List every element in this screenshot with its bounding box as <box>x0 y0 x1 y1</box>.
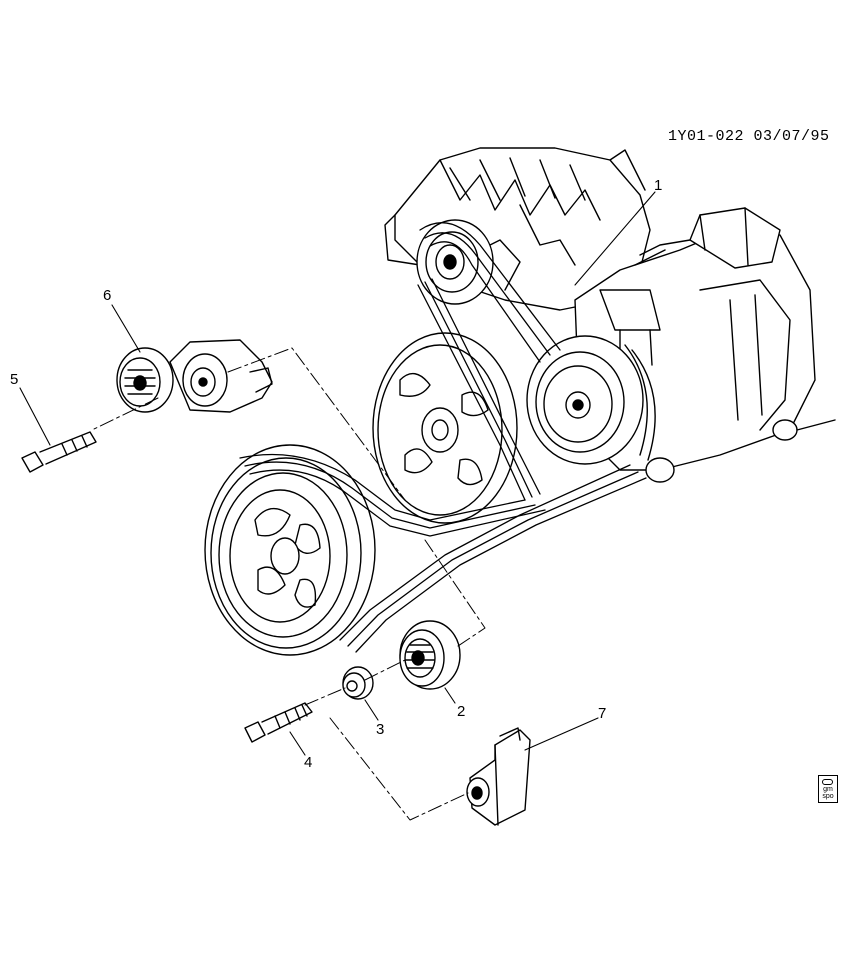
callout-1: 1 <box>654 177 663 194</box>
idler-bracket <box>466 727 531 826</box>
drawing-code: 1Y01-022 03/07/95 <box>668 128 830 145</box>
badge-line-1: gm <box>823 786 833 793</box>
callout-4: 4 <box>304 754 313 771</box>
gm-spo-badge: gm spo <box>818 775 838 803</box>
crankshaft-pulley <box>204 444 376 656</box>
badge-line-2: spo <box>822 793 834 800</box>
idler-bolt <box>244 702 313 743</box>
tensioner-bolt <box>21 431 97 473</box>
callout-6: 6 <box>103 287 112 304</box>
callout-2: 2 <box>457 703 466 720</box>
serpentine-belt <box>239 222 647 653</box>
alignment-lines <box>91 347 486 821</box>
callout-5: 5 <box>10 371 19 388</box>
leader-lines <box>19 191 656 756</box>
idler-pulley <box>399 620 461 690</box>
belt-tensioner <box>116 339 273 413</box>
callout-7: 7 <box>598 705 607 722</box>
callout-3: 3 <box>376 721 385 738</box>
badge-emblem-icon <box>822 779 833 785</box>
power-steering-pulley <box>372 332 518 524</box>
ac-compressor <box>526 207 836 483</box>
alternator <box>384 147 651 311</box>
spacer <box>342 666 374 700</box>
